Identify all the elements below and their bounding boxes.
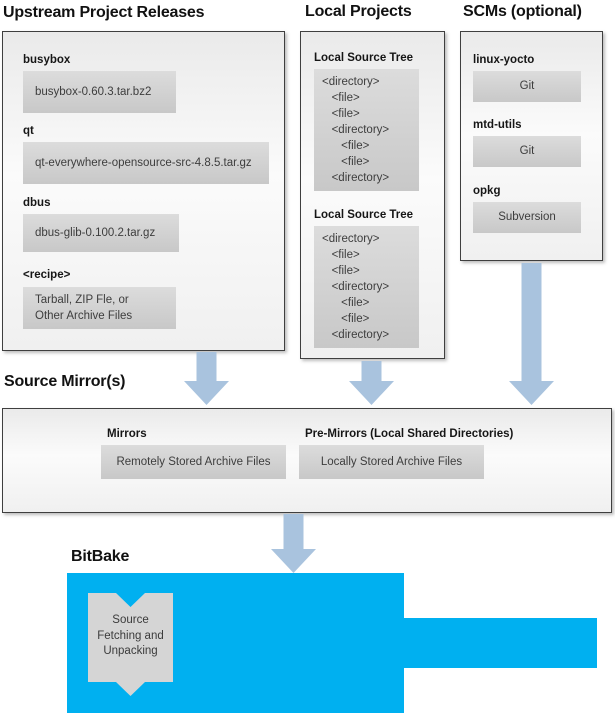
premirrors-group: Pre-Mirrors (Local Shared Directories) L… bbox=[299, 428, 513, 479]
source-tree-box: <directory> <file> <file> <directory> <f… bbox=[314, 69, 419, 191]
upstream-title: Upstream Project Releases bbox=[3, 4, 205, 21]
package-label: qt bbox=[23, 125, 34, 137]
local-projects-title: Local Projects bbox=[305, 3, 412, 20]
mirrors-archive-box: Remotely Stored Archive Files bbox=[101, 445, 286, 479]
package-archive-box: dbus-glib-0.100.2.tar.gz bbox=[23, 214, 179, 252]
package-archive-box: busybox-0.60.3.tar.bz2 bbox=[23, 71, 176, 113]
source-mirrors-title: Source Mirror(s) bbox=[4, 373, 126, 390]
premirrors-archive-box: Locally Stored Archive Files bbox=[299, 445, 484, 479]
source-tree-label: Local Source Tree bbox=[314, 52, 414, 64]
scm-type-box: Subversion bbox=[473, 202, 581, 233]
bitbake-pipe bbox=[404, 618, 597, 668]
mirrors-label: Mirrors bbox=[107, 428, 147, 440]
source-tree-label: Local Source Tree bbox=[314, 209, 414, 221]
down-arrow-icon bbox=[271, 514, 316, 573]
scm-project-label: linux-yocto bbox=[473, 54, 535, 66]
down-arrow-icon bbox=[184, 352, 229, 405]
package-archive-box: Tarball, ZIP Fle, or Other Archive Files bbox=[23, 287, 176, 329]
source-mirrors-panel: Mirrors Remotely Stored Archive Files Pr… bbox=[2, 408, 612, 513]
scms-panel: linux-yocto Git mtd-utils Git opkg Subve… bbox=[460, 31, 603, 261]
source-tree-box: <directory> <file> <file> <directory> <f… bbox=[314, 226, 419, 348]
scm-type-box: Git bbox=[473, 136, 581, 167]
upstream-panel: busybox busybox-0.60.3.tar.bz2 qt qt-eve… bbox=[2, 31, 285, 351]
package-label: dbus bbox=[23, 197, 51, 209]
bitbake-title: BitBake bbox=[71, 548, 130, 565]
scm-project-label: opkg bbox=[473, 185, 501, 197]
down-arrow-icon bbox=[349, 361, 394, 405]
package-label: <recipe> bbox=[23, 269, 71, 281]
package-archive-box: qt-everywhere-opensource-src-4.8.5.tar.g… bbox=[23, 142, 269, 184]
scm-project-label: mtd-utils bbox=[473, 119, 522, 131]
local-projects-panel: Local Source Tree <directory> <file> <fi… bbox=[300, 31, 445, 359]
mirrors-group: Mirrors Remotely Stored Archive Files bbox=[101, 428, 286, 479]
down-arrow-icon bbox=[509, 263, 554, 405]
scms-title: SCMs (optional) bbox=[463, 3, 582, 20]
source-fetch-chevron-icon bbox=[88, 593, 173, 696]
premirrors-label: Pre-Mirrors (Local Shared Directories) bbox=[305, 428, 514, 440]
package-label: busybox bbox=[23, 54, 71, 66]
scm-type-box: Git bbox=[473, 71, 581, 102]
source-fetch-label: Source Fetching and Unpacking bbox=[97, 614, 164, 657]
